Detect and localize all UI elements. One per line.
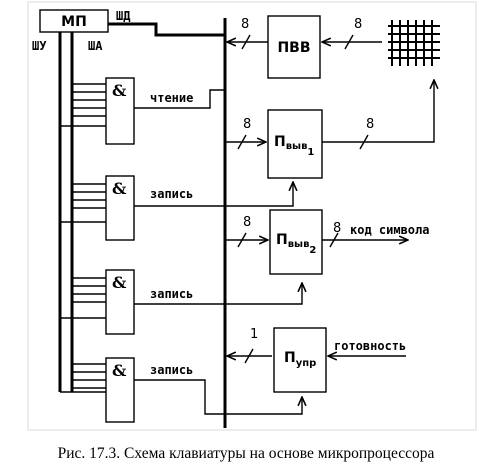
diagram-frame (27, 1, 477, 431)
pvv-left-slash (241, 34, 251, 50)
gate-3-symbol: & (112, 273, 127, 292)
shu-label: ШУ (32, 39, 47, 53)
and-gate-3: & (60, 269, 302, 335)
pvv-label: ПВВ (277, 40, 310, 56)
pvv-left-width: 8 (241, 17, 249, 32)
pvyv2-in-slash (237, 232, 247, 248)
ready-label: готовность (334, 339, 406, 353)
mp-block (39, 9, 109, 33)
gate-1-symbol: & (112, 81, 127, 100)
pvyv1-out-width: 8 (366, 117, 374, 132)
pvyv1-out-slash (359, 134, 369, 150)
pvv-block (267, 15, 321, 79)
pupr-block (273, 327, 327, 393)
keyboard-matrix-icon (388, 20, 440, 66)
pvyv2-out-width: 8 (333, 221, 341, 236)
pvyv1-label: Пвыв1 (274, 134, 314, 158)
pupr-in-slash (244, 348, 254, 364)
char-code-label: код символа (350, 223, 429, 237)
shd-bus-line (108, 22, 225, 37)
pvv-right-width: 8 (354, 17, 362, 32)
figure-caption: Рис. 17.3. Схема клавиатуры на основе ми… (58, 445, 435, 462)
and-gate-4: & (60, 357, 302, 423)
gate-2-symbol: & (112, 179, 127, 198)
pvyv2-block (269, 209, 323, 275)
pvyv2-in-width: 8 (243, 215, 251, 230)
signal-write-2-label: запись (150, 287, 193, 301)
mp-label: МП (61, 14, 87, 30)
signal-read-label: чтение (150, 91, 193, 105)
pvv-right-slash (344, 34, 354, 50)
pupr-label: Пупр (284, 350, 316, 369)
signal-write-3-label: запись (150, 363, 193, 377)
and-gate-2: & (60, 175, 293, 241)
pvyv1-to-keyboard-arrow (322, 80, 434, 143)
signal-write-1-label: запись (150, 187, 193, 201)
pvyv1-block (267, 109, 323, 179)
pvyv1-in-slash (237, 134, 247, 150)
pupr-in-width: 1 (250, 327, 258, 342)
gate-4-symbol: & (112, 361, 127, 380)
and-gate-1: & (60, 77, 225, 145)
shd-label: ШД (116, 9, 130, 23)
pvyv2-out-slash (329, 232, 339, 248)
pvyv1-in-width: 8 (243, 117, 251, 132)
sha-label: ША (88, 39, 103, 53)
pvyv2-label: Пвыв2 (276, 232, 316, 256)
